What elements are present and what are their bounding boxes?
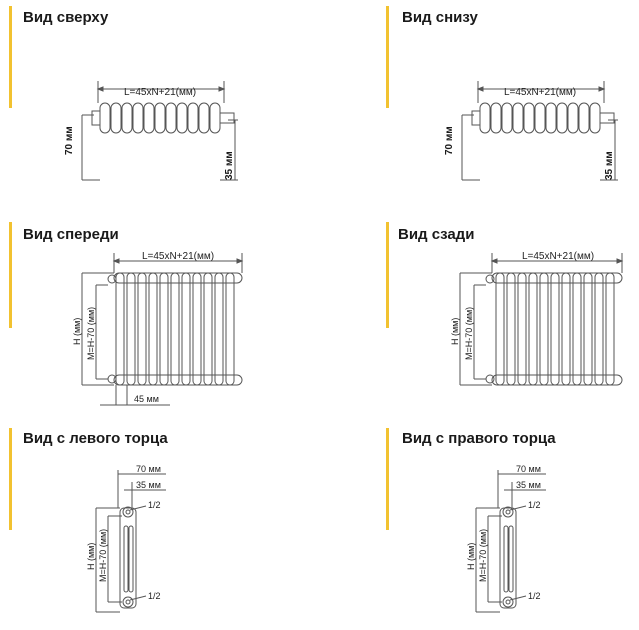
right-end-drawing: 70 мм 35 мм 1/2 1/2 [475,464,546,613]
view-title-top: Вид сверху [23,9,109,26]
left-height-label: H (мм) [86,542,96,570]
front-length-label: L=45xN+21(мм) [142,251,214,262]
bottom-length-label: L=45xN+21(мм) [504,87,576,98]
left-half-depth-label: 35 мм [136,480,161,490]
front-view-drawing: L=45xN+21(мм) 45 мм [81,251,244,406]
top-depth-right-label: 35 мм [224,151,235,180]
accent-bar [386,428,389,530]
left-end-drawing: 70 мм 35 мм 1/2 1/2 [95,464,166,613]
right-height-label: H (мм) [466,542,476,570]
top-view-drawing: L=45xN+21(мм) [81,81,238,181]
view-title-back: Вид сзади [398,226,475,243]
accent-bar [9,222,12,328]
accent-bar [9,428,12,530]
back-tubes [495,272,615,386]
bottom-depth-left-label: 70 мм [444,126,455,155]
front-height-label: H (мм) [72,317,82,345]
view-title-front: Вид спереди [23,226,119,243]
bottom-sections [479,102,601,134]
right-centers-label: M=H-70 (мм) [478,528,488,582]
top-sections [99,102,221,134]
right-depth-label: 70 мм [516,464,541,474]
accent-bar [386,6,389,108]
back-length-label: L=45xN+21(мм) [522,251,594,262]
left-thread-top-label: 1/2 [148,500,161,510]
back-centers-label: M=H-70 (мм) [464,306,474,360]
back-height-label: H (мм) [450,317,460,345]
view-title-bottom: Вид снизу [402,9,478,26]
right-half-depth-label: 35 мм [516,480,541,490]
accent-bar [386,222,389,328]
top-depth-left-label: 70 мм [64,126,75,155]
view-title-right-end: Вид с правого торца [402,430,556,447]
bottom-depth-right-label: 35 мм [604,151,615,180]
left-depth-label: 70 мм [136,464,161,474]
right-thread-top-label: 1/2 [528,500,541,510]
front-pitch-label: 45 мм [134,394,159,404]
front-centers-label: M=H-70 (мм) [86,306,96,360]
front-tubes [115,272,235,386]
bottom-view-drawing: L=45xN+21(мм) [461,81,618,181]
left-thread-bottom-label: 1/2 [148,591,161,601]
right-thread-bottom-label: 1/2 [528,591,541,601]
top-length-label: L=45xN+21(мм) [124,87,196,98]
accent-bar [9,6,12,108]
view-title-left-end: Вид с левого торца [23,430,168,447]
left-centers-label: M=H-70 (мм) [98,528,108,582]
back-view-drawing: L=45xN+21(мм) [459,251,624,386]
